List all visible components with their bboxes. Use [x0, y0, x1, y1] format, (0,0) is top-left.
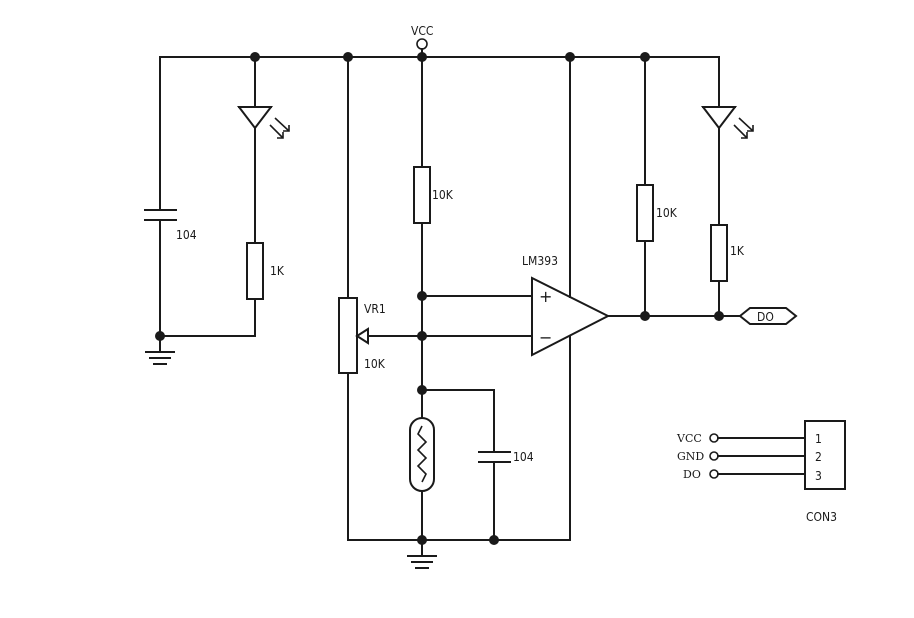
resistor-led-right: 1K: [710, 224, 745, 317]
vr1-designator: VR1: [364, 302, 386, 316]
vcc-rail: VCC: [159, 24, 720, 58]
comparator-lm393: + − LM393: [522, 56, 720, 541]
comparator-part: LM393: [522, 254, 558, 268]
resistor-led-right-value: 1K: [730, 244, 745, 258]
connector-pin-number-1: 1: [815, 432, 822, 446]
capacitor-left-value: 104: [176, 228, 197, 242]
potentiometer-vr1: VR1 10K: [338, 56, 533, 541]
vr1-value: 10K: [364, 357, 386, 371]
connector-name: CON3: [806, 510, 837, 524]
capacitor-left: 104: [144, 56, 197, 337]
connector-pin-2: GND: [677, 450, 806, 463]
resistor-led-left-value: 1K: [270, 264, 285, 278]
connector-pin-number-3: 3: [815, 469, 822, 483]
ground-rail: [347, 535, 571, 569]
connector-pin-3: DO: [683, 468, 806, 481]
resistor-pullup-out: 10K: [636, 56, 678, 317]
capacitor-mid: 104: [421, 389, 534, 541]
connector-pin-1: VCC: [676, 432, 806, 445]
connector-pin-number-2: 2: [815, 450, 822, 464]
ground-left: [145, 331, 256, 365]
connector-con3: 1 2 3 CON3 VCC GND DO: [676, 420, 846, 524]
output-port-do: DO: [718, 307, 798, 325]
connector-pin-signal-3: DO: [683, 468, 701, 481]
connector-pin-signal-2: GND: [677, 450, 704, 463]
output-port-label: DO: [757, 310, 774, 324]
resistor-pullup-mid: 10K: [413, 56, 454, 419]
resistor-pullup-mid-value: 10K: [432, 188, 454, 202]
resistor-led-left: 1K: [246, 242, 285, 337]
led-left: [236, 56, 290, 244]
resistor-pullup-out-value: 10K: [656, 206, 678, 220]
comparator-plus-sign: +: [539, 287, 552, 306]
vcc-label: VCC: [411, 24, 433, 38]
led-right: [700, 56, 754, 226]
capacitor-mid-value: 104: [513, 450, 534, 464]
comparator-minus-sign: −: [539, 328, 552, 347]
connector-pin-signal-1: VCC: [676, 432, 702, 445]
photoresistor: [409, 417, 435, 541]
